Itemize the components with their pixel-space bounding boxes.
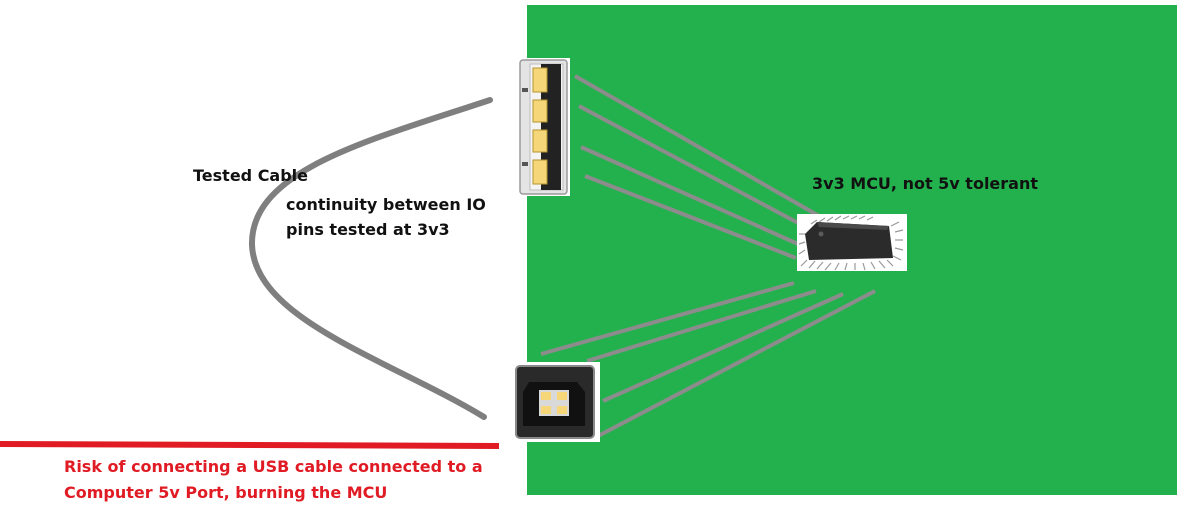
continuity-note-line-2: pins tested at 3v3 [286, 220, 450, 239]
risk-underline [0, 441, 500, 449]
usb-b-wire-4 [597, 289, 876, 438]
usb-b-wire-2 [586, 289, 817, 363]
continuity-note: continuity between IO pins tested at 3v3 [286, 192, 486, 242]
risk-warning: Risk of connecting a USB cable connected… [64, 454, 483, 506]
usb-a-wire-2 [578, 104, 816, 234]
usb-a-connector-icon [515, 58, 570, 196]
continuity-note-line-1: continuity between IO [286, 195, 486, 214]
usb-a-wire-4 [584, 174, 797, 260]
usb-a-wire-1 [574, 74, 827, 222]
tested-cable-label: Tested Cable [193, 166, 309, 185]
usb-a-wire-3 [580, 145, 808, 250]
usb-b-connector-icon [507, 362, 600, 442]
risk-warning-line-1: Risk of connecting a USB cable connected… [64, 457, 483, 476]
mcu-label: 3v3 MCU, not 5v tolerant [812, 174, 1039, 193]
qfp-chip-icon [797, 214, 907, 271]
risk-warning-line-2: Computer 5v Port, burning the MCU [64, 483, 388, 502]
usb-b-wire-3 [602, 292, 844, 403]
usb-b-wire-1 [540, 281, 795, 356]
tested-cable [248, 97, 493, 420]
